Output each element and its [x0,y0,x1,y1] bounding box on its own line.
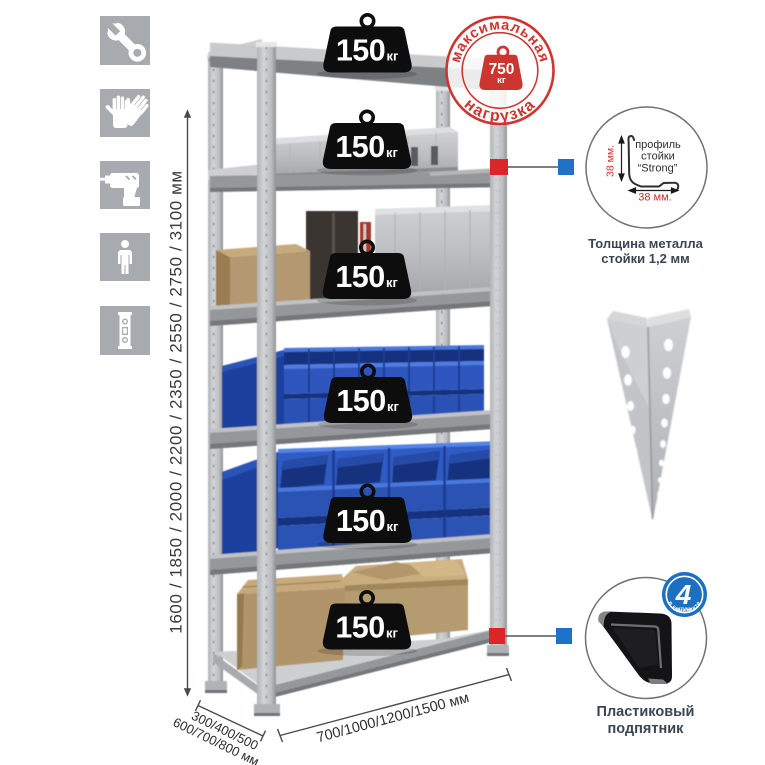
svg-text:“Strong”: “Strong” [638,163,678,175]
svg-text:профиль: профиль [635,139,681,151]
svg-text:стойки 1,2 мм: стойки 1,2 мм [601,251,689,266]
svg-text:38 мм.: 38 мм. [638,192,671,204]
svg-text:кг: кг [497,75,506,86]
svg-text:Пластиковый: Пластиковый [597,704,695,720]
svg-text:38 мм.: 38 мм. [605,145,617,177]
svg-text:1600 / 1850 / 2000 / 2200 / 23: 1600 / 1850 / 2000 / 2200 / 2350 / 2550 … [167,170,186,633]
svg-text:штуки: штуки [676,607,692,613]
svg-text:Толщина металла: Толщина металла [588,236,703,251]
svg-text:подпятник: подпятник [608,721,685,737]
svg-text:700/1000/1200/1500 мм: 700/1000/1200/1500 мм [315,690,471,746]
svg-text:4: 4 [675,579,692,610]
svg-text:750: 750 [489,61,515,78]
svg-text:стойки: стойки [641,151,675,163]
